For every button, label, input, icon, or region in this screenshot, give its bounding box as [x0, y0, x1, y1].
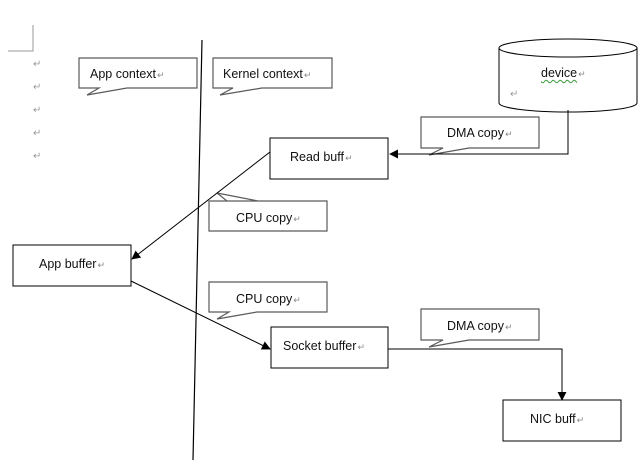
kernel-context-callout — [212, 57, 333, 96]
dma-out-callout — [420, 308, 540, 348]
app-buffer-box[interactable] — [12, 244, 132, 287]
dma-in-callout — [420, 116, 540, 156]
app-buffer-label: App buffer↵ — [39, 257, 105, 271]
dma-out-arrow — [388, 348, 567, 401]
device-cylinder[interactable] — [498, 38, 638, 113]
dma-in-arrow — [389, 110, 569, 159]
app-context-label: App context↵ — [90, 67, 165, 81]
kernel-context-label: Kernel context↵ — [223, 67, 312, 81]
dma-out-label: DMA copy↵ — [447, 319, 513, 333]
nic-buffer-label: NIC buff↵ — [530, 412, 585, 426]
paragraph-mark: ↵ — [510, 89, 519, 100]
page-margin-mark — [8, 25, 34, 52]
context-divider-line — [192, 39, 203, 460]
paragraph-mark: ↵ — [33, 59, 42, 70]
nic-buffer-box[interactable] — [502, 399, 622, 442]
paragraph-mark: ↵ — [33, 105, 42, 116]
socket-buffer-box[interactable] — [270, 326, 389, 369]
device-label: device↵ — [541, 66, 586, 80]
paragraph-mark: ↵ — [33, 128, 42, 139]
paragraph-mark: ↵ — [33, 82, 42, 93]
paragraph-mark: ↵ — [33, 151, 42, 162]
cpu-to-app-callout — [208, 192, 328, 232]
cpu-to-app-arrow — [131, 151, 271, 260]
cpu-to-app-label: CPU copy↵ — [236, 211, 301, 225]
read-buffer-label: Read buff↵ — [290, 150, 353, 164]
cpu-to-socket-arrow — [130, 280, 271, 350]
cpu-to-socket-label: CPU copy↵ — [236, 292, 301, 306]
dma-in-label: DMA copy↵ — [447, 126, 513, 140]
read-buffer-box[interactable] — [269, 137, 389, 180]
cpu-to-socket-callout — [208, 281, 328, 320]
socket-buffer-label: Socket buffer↵ — [283, 339, 365, 353]
app-context-callout — [78, 57, 198, 96]
